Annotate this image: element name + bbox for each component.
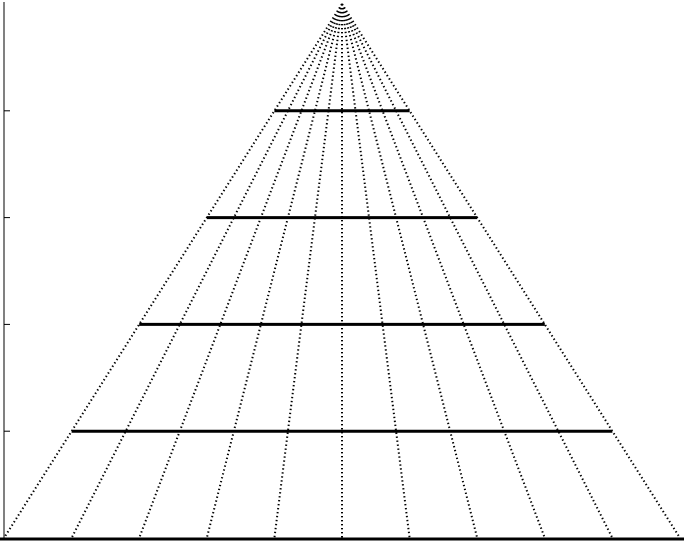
horizontal-levels — [71, 109, 613, 433]
converging-line — [70, 3, 343, 539]
converging-lines — [3, 3, 681, 539]
left-axis — [3, 2, 10, 538]
converging-line — [341, 3, 546, 539]
converging-line — [341, 3, 479, 539]
converging-line — [205, 3, 343, 539]
converging-line — [273, 3, 343, 539]
converging-line — [138, 3, 343, 539]
converging-line — [3, 3, 343, 539]
converging-line — [341, 3, 411, 539]
converging-line — [341, 3, 681, 539]
converging-line — [341, 3, 614, 539]
